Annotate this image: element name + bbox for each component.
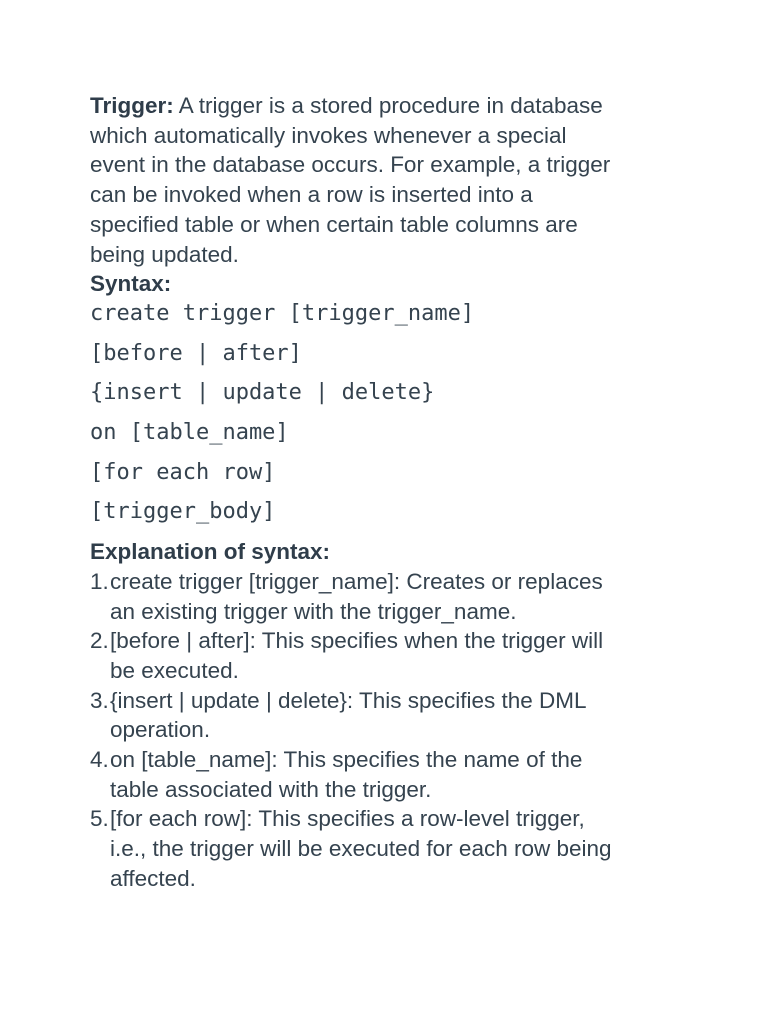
list-item: 2. [before | after]: This specifies when… [90,626,738,685]
list-item: 4. on [table_name]: This specifies the n… [90,745,738,804]
intro-paragraph: Trigger: A trigger is a stored procedure… [90,91,738,269]
explanation-list: 1. create trigger [trigger_name]: Create… [90,567,738,894]
intro-text: A trigger is a stored procedure in datab… [90,93,611,267]
code-line: create trigger [trigger_name] [90,300,475,326]
list-item-text: create trigger [trigger_name]: Creates o… [110,568,603,624]
list-item-text: [for each row]: This specifies a row-lev… [110,806,612,891]
list-item-text: {insert | update | delete}: This specifi… [110,687,587,743]
list-item-number: 5. [90,806,109,832]
syntax-heading: Syntax: [90,271,172,297]
code-line: [trigger_body] [90,499,276,525]
code-line: on [table_name] [90,420,289,446]
list-item-text: on [table_name]: This specifies the name… [110,747,583,802]
list-item-text: [before | after]: This specifies when th… [110,628,604,683]
syntax-code-block: create trigger [trigger_name] [before | … [90,299,738,527]
list-item-number: 4. [90,747,109,773]
list-item: 5. [for each row]: This specifies a row-… [90,804,738,893]
list-item-number: 2. [90,628,109,654]
list-item: 3. {insert | update | delete}: This spec… [90,686,738,745]
explanation-heading: Explanation of syntax: [90,539,331,565]
list-item: 1. create trigger [trigger_name]: Create… [90,567,738,626]
code-line: [before | after] [90,340,302,366]
list-item-number: 3. [90,687,109,713]
code-line: [for each row] [90,459,276,485]
code-line: {insert | update | delete} [90,380,435,406]
intro-lead: Trigger: [90,93,174,118]
list-item-number: 1. [90,568,109,594]
document-content: Trigger: A trigger is a stored procedure… [90,91,738,894]
